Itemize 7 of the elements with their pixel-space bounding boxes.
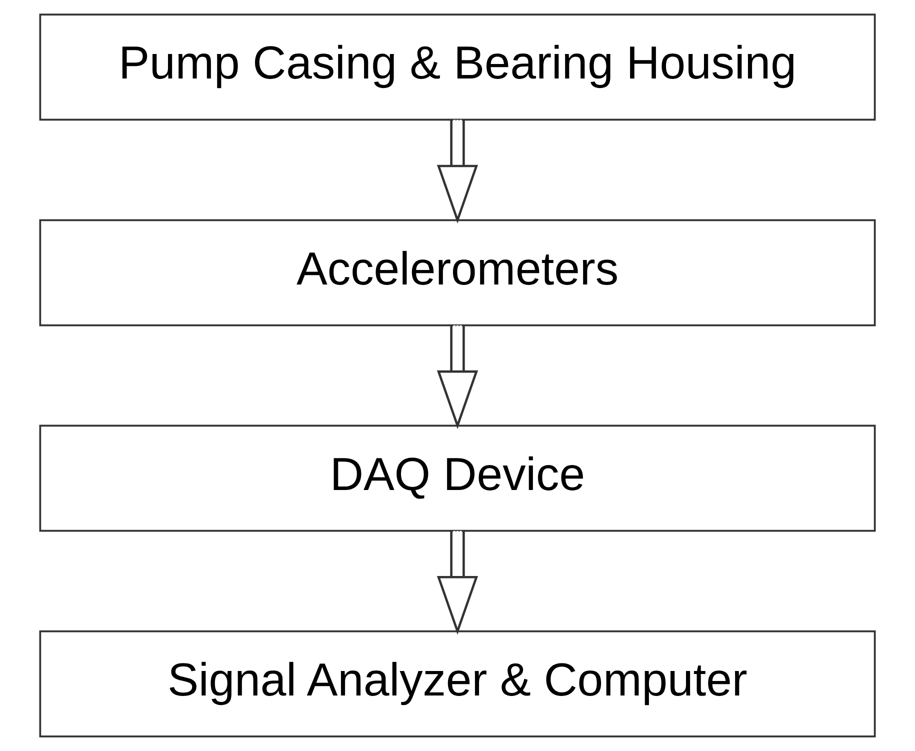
node-box: DAQ Device	[39, 424, 876, 532]
node-box: Accelerometers	[39, 219, 876, 326]
arrow	[436, 325, 478, 430]
node-box: Signal Analyzer & Computer	[39, 630, 876, 738]
node-box: Pump Casing & Bearing Housing	[39, 14, 876, 121]
arrow	[436, 120, 478, 224]
arrow	[436, 530, 478, 635]
